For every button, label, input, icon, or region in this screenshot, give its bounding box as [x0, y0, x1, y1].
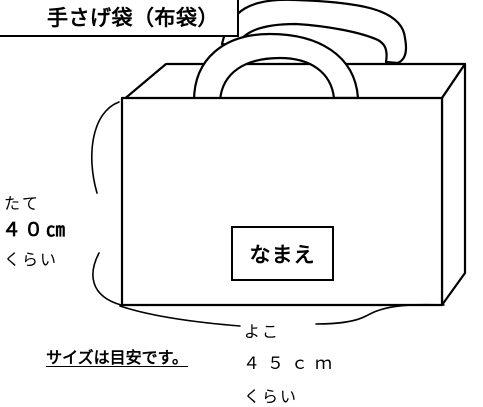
title-box: 手さげ袋（布袋）	[0, 0, 239, 37]
size-note: サイズは目安です。	[46, 348, 188, 367]
page-title: 手さげ袋（布袋）	[47, 6, 219, 30]
height-value: ４０㎝	[2, 219, 69, 241]
bag-top	[120, 62, 467, 103]
height-approx: くらい	[4, 250, 59, 269]
width-value: ４５ｃｍ	[243, 354, 339, 374]
name-tag: なまえ	[231, 226, 334, 281]
bag-side-panel	[440, 62, 467, 307]
height-brace	[91, 101, 122, 306]
width-approx: くらい	[244, 387, 299, 406]
width-brace	[119, 303, 445, 327]
width-label: よこ	[244, 322, 281, 341]
height-label: たて	[4, 194, 41, 213]
name-tag-label: なまえ	[249, 242, 316, 267]
